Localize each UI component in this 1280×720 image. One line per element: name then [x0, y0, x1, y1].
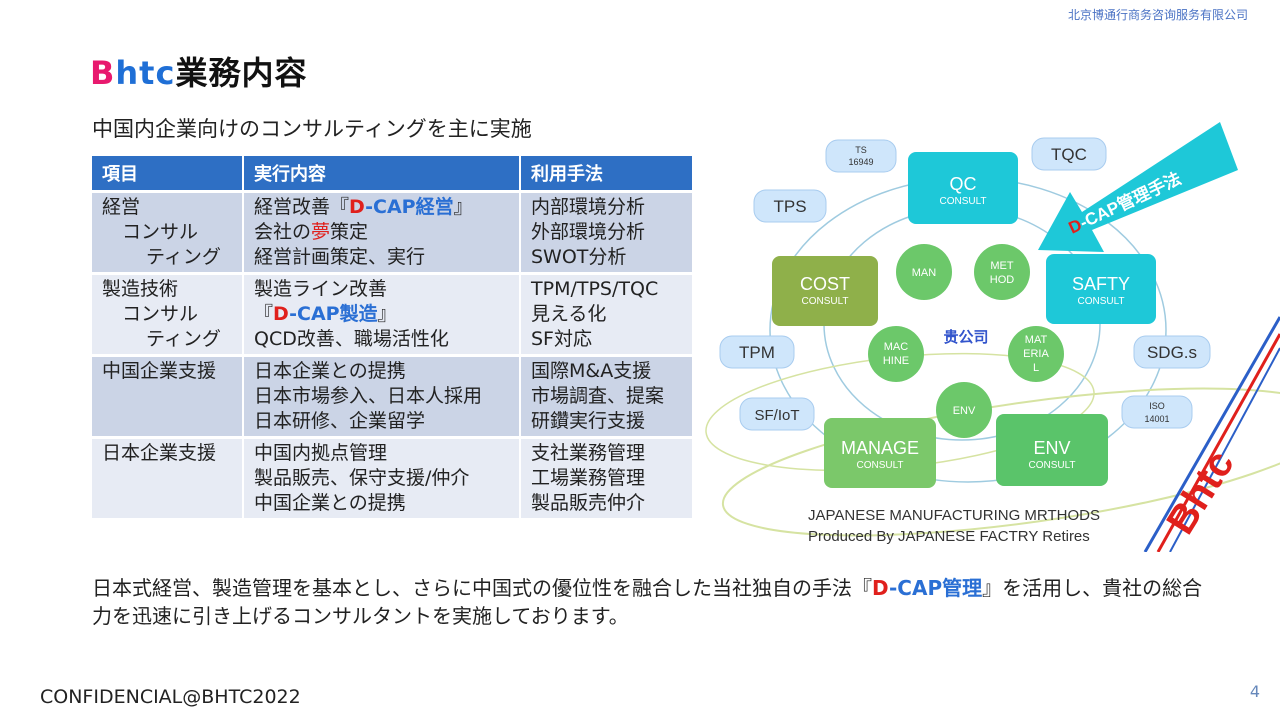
center-label: 贵公司 — [943, 328, 988, 346]
caption-line-2: Produced By JAPANESE FACTRY Retires — [808, 528, 1090, 545]
tag-iso14001: ISO 14001 — [1121, 395, 1193, 429]
cell-methods: 内部環境分析 外部環境分析 SWOT分析 — [520, 190, 694, 274]
cell-content: 日本企業との提携 日本市場参入、日本人採用 日本研修、企業留学 — [243, 354, 521, 438]
svg-text:CONSULT: CONSULT — [1077, 296, 1124, 307]
svg-text:MANAGE: MANAGE — [841, 438, 919, 458]
caption-line-1: JAPANESE MANUFACTURING MRTHODS — [808, 507, 1100, 524]
header-item: 項目 — [92, 156, 244, 192]
tag-ts16949: TS 16949 — [825, 139, 897, 173]
consult-env: ENV CONSULT — [996, 414, 1108, 486]
svg-text:SF/IoT: SF/IoT — [754, 407, 799, 424]
inner-method: MET HOD — [974, 244, 1030, 300]
cell-methods: 国際M&A支援 市場調査、提案 研鑽実行支援 — [520, 354, 694, 438]
inner-material: MAT ERIA L — [1008, 326, 1064, 382]
page-title: Bhtc業務内容 — [90, 54, 308, 92]
cell-content: 経営改善『D-CAP経営』 会社の夢策定 経営計画策定、実行 — [243, 190, 521, 274]
page-number: 4 — [1249, 682, 1260, 701]
consult-cost: COST CONSULT — [772, 256, 878, 326]
svg-text:ENV: ENV — [953, 405, 976, 417]
stripe-blue — [1143, 316, 1280, 552]
tag-sf-iot: SF/IoT — [739, 397, 815, 431]
consult-qc: QC CONSULT — [908, 152, 1018, 224]
svg-text:ERIA: ERIA — [1023, 348, 1049, 360]
stripe-red — [1156, 333, 1280, 552]
header-content: 実行内容 — [243, 156, 521, 192]
tag-tps: TPS — [753, 189, 827, 223]
cell-methods: 支社業務管理 工場業務管理 製品販売仲介 — [520, 436, 694, 518]
cell-item: 中国企業支援 — [92, 354, 244, 438]
consult-manage: MANAGE CONSULT — [824, 418, 936, 488]
bhtc-logo: Bhtc — [1158, 443, 1242, 542]
swoosh-ellipse — [721, 387, 1280, 537]
svg-text:SDG.s: SDG.s — [1147, 343, 1197, 362]
svg-text:TS: TS — [855, 145, 867, 155]
inner-man: MAN — [896, 244, 952, 300]
header-methods: 利用手法 — [520, 156, 694, 192]
cell-content: 製造ライン改善 『D-CAP製造』 QCD改善、職場活性化 — [243, 272, 521, 356]
svg-text:CONSULT: CONSULT — [939, 196, 986, 207]
service-table: 項目 実行内容 利用手法 経営 コンサル ティング 経営改善『D-CAP経営』 … — [92, 156, 694, 518]
svg-text:ISO: ISO — [1149, 401, 1165, 411]
table-row: 製造技術 コンサル ティング 製造ライン改善 『D-CAP製造』 QCD改善、職… — [92, 272, 694, 356]
svg-text:QC: QC — [950, 174, 977, 194]
svg-text:CONSULT: CONSULT — [856, 460, 903, 471]
cell-content: 中国内拠点管理 製品販売、保守支援/仲介 中国企業との提携 — [243, 436, 521, 518]
cell-item: 製造技術 コンサル ティング — [92, 272, 244, 356]
svg-text:CONSULT: CONSULT — [801, 296, 848, 307]
tag-tqc: TQC — [1031, 137, 1107, 171]
cell-item: 経営 コンサル ティング — [92, 190, 244, 274]
svg-text:TQC: TQC — [1051, 145, 1087, 164]
svg-text:HOD: HOD — [990, 274, 1015, 286]
consulting-diagram: D-CAP管理手法 TS 16949 TQC TPS TPM SDG.s SF/… — [705, 122, 1280, 552]
inner-env: ENV — [936, 382, 992, 438]
svg-text:MAC: MAC — [884, 341, 909, 353]
tag-tpm: TPM — [719, 335, 795, 369]
table-row: 中国企業支援 日本企業との提携 日本市場参入、日本人採用 日本研修、企業留学 国… — [92, 354, 694, 438]
company-name: 北京博通行商务咨询服务有限公司 — [1067, 8, 1248, 22]
svg-text:MAT: MAT — [1025, 334, 1048, 346]
cell-item: 日本企業支援 — [92, 436, 244, 518]
svg-text:CONSULT: CONSULT — [1028, 460, 1075, 471]
page-subtitle: 中国内企業向けのコンサルティングを主に実施 — [92, 117, 532, 141]
svg-text:MET: MET — [990, 260, 1014, 272]
table-row: 経営 コンサル ティング 経営改善『D-CAP経営』 会社の夢策定 経営計画策定… — [92, 190, 694, 274]
svg-text:SAFTY: SAFTY — [1072, 274, 1130, 294]
inner-machine: MAC HINE — [868, 326, 924, 382]
cell-methods: TPM/TPS/TQC 見える化 SF対応 — [520, 272, 694, 356]
dcap-arrow-label: D-CAP管理手法 — [1065, 168, 1184, 238]
tag-sdgs: SDG.s — [1133, 335, 1211, 369]
confidential-footer: CONFIDENCIAL@BHTC2022 — [40, 686, 301, 708]
svg-text:16949: 16949 — [848, 157, 873, 167]
svg-text:HINE: HINE — [883, 355, 909, 367]
stripe-blue-2 — [1169, 347, 1280, 552]
svg-text:MAN: MAN — [912, 267, 937, 279]
svg-text:COST: COST — [800, 274, 850, 294]
svg-text:TPM: TPM — [739, 343, 775, 362]
summary-paragraph: 日本式経営、製造管理を基本とし、さらに中国式の優位性を融合した当社独自の手法『D… — [92, 576, 1203, 628]
svg-text:14001: 14001 — [1144, 414, 1169, 424]
table-row: 日本企業支援 中国内拠点管理 製品販売、保守支援/仲介 中国企業との提携 支社業… — [92, 436, 694, 518]
consult-safty: SAFTY CONSULT — [1046, 254, 1156, 324]
svg-text:TPS: TPS — [773, 197, 806, 216]
table-header-row: 項目 実行内容 利用手法 — [92, 156, 694, 192]
svg-text:ENV: ENV — [1033, 438, 1070, 458]
svg-text:L: L — [1033, 362, 1039, 374]
